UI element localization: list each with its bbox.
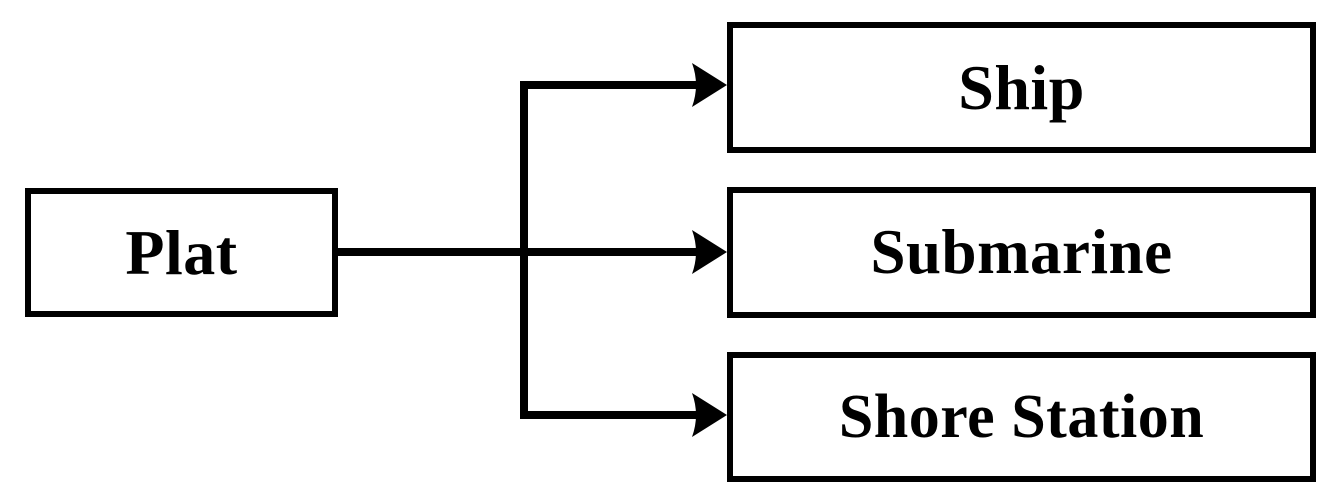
edge-branch-ship-arrowhead xyxy=(692,63,727,107)
node-submarine-label: Submarine xyxy=(870,217,1173,287)
node-shore-station[interactable]: Shore Station xyxy=(727,352,1316,482)
node-ship[interactable]: Ship xyxy=(727,22,1316,153)
edge-branch-submarine-arrowhead xyxy=(692,230,727,274)
node-plat[interactable]: Plat xyxy=(25,188,338,317)
edge-branch-shore-station-arrowhead xyxy=(692,393,727,437)
node-submarine[interactable]: Submarine xyxy=(727,187,1316,318)
node-plat-label: Plat xyxy=(125,216,238,288)
node-shore-station-label: Shore Station xyxy=(838,383,1205,451)
node-ship-label: Ship xyxy=(958,51,1085,123)
